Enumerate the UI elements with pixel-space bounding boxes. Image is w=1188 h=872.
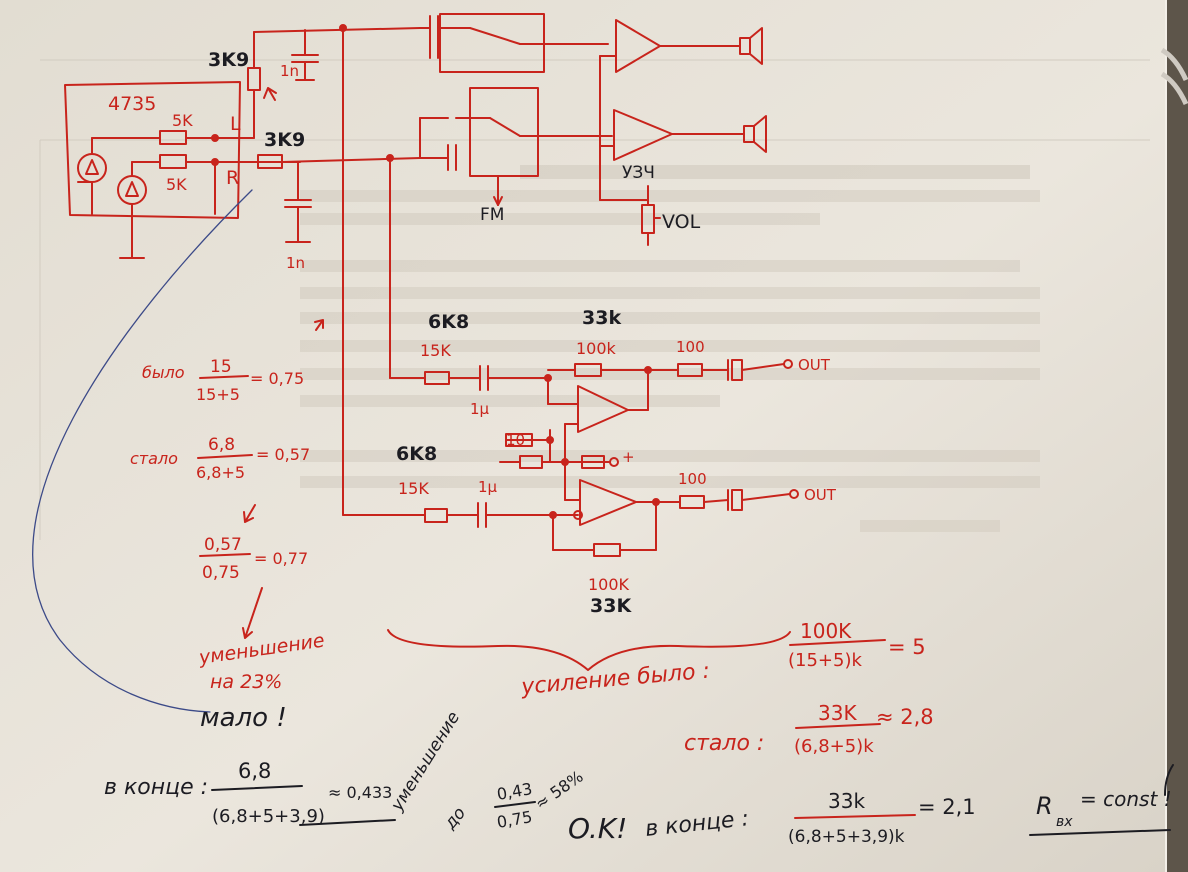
was-den: 15+5 <box>196 385 240 404</box>
gain-now-result: ≈ 2,8 <box>876 705 934 729</box>
gain-was-den: (15+5)k <box>788 650 862 671</box>
rin-subscript: вх <box>1056 814 1073 830</box>
stage1-6k8-label: 6K8 <box>428 311 469 333</box>
chip-label: 4735 <box>108 93 156 115</box>
cap-bottom-label: 1n <box>286 254 305 272</box>
verdict-label: мало ! <box>200 703 287 733</box>
stage2-100k-label: 100K <box>588 575 630 594</box>
circuit-wiring <box>64 13 916 819</box>
stage1-cap-label: 1μ <box>470 400 490 418</box>
end2-num: 33k <box>828 789 865 813</box>
stage1-out-label: OUT <box>798 356 831 374</box>
amp-bottom <box>613 109 673 161</box>
bleed-through <box>39 59 1150 540</box>
ok-label: O.K! <box>568 812 627 845</box>
amp-top <box>615 19 661 73</box>
ratio-num: 0,57 <box>204 535 242 555</box>
plus-label: + <box>622 448 635 466</box>
resistor-3k9-r-label: 3K9 <box>264 129 305 151</box>
gain-now-den: (6,8+5)k <box>794 736 874 757</box>
ratio-den: 0,75 <box>202 563 240 583</box>
stage2-15k-label: 15K <box>398 479 429 498</box>
end-num: 6,8 <box>238 759 271 783</box>
sheet-edge <box>1165 0 1188 872</box>
gain-now-num: 33K <box>818 701 857 725</box>
vol-label: VOL <box>662 211 701 233</box>
end2-result: = 2,1 <box>918 795 976 819</box>
opamp-1 <box>577 385 629 433</box>
resistor-5k-l-label: 5K <box>172 111 193 130</box>
black-ink-marks <box>211 764 1174 836</box>
stage2-33k-label: 33K <box>590 595 632 617</box>
amp-label: УЗЧ <box>622 163 655 183</box>
now-den: 6,8+5 <box>196 463 245 482</box>
end-label: в конце : <box>104 775 208 800</box>
stage2-cap-label: 1μ <box>478 478 498 496</box>
binder-rings <box>1160 47 1188 106</box>
was-num: 15 <box>210 357 232 377</box>
resistor-5k-r-label: 5K <box>166 175 187 194</box>
gain-was-result: = 5 <box>888 635 926 659</box>
channel-l-label: L <box>230 113 241 135</box>
resistor-3k9-l-label: 3K9 <box>208 49 249 71</box>
now-label: стало <box>130 449 178 468</box>
fm-switch-bottom <box>469 87 539 177</box>
chip-outline <box>64 81 241 219</box>
stage1-100k-label: 100k <box>576 339 617 358</box>
stage1-33k-label: 33k <box>582 307 621 329</box>
decrease-line2: на 23% <box>210 671 282 693</box>
stage1-100-label: 100 <box>676 338 705 356</box>
gain-was-num: 100K <box>800 619 852 643</box>
fm-label: FM <box>480 205 504 225</box>
stage2-6k8-label: 6K8 <box>396 443 437 465</box>
bias-resistor-label: 10 <box>506 431 525 449</box>
stage2-out-label: OUT <box>804 486 837 504</box>
brace <box>387 629 791 671</box>
opamp-2 <box>579 479 637 526</box>
pencil-arrow <box>32 189 253 713</box>
now-num: 6,8 <box>208 435 235 455</box>
was-label: было <box>142 363 185 382</box>
rin-const: = const ! <box>1080 787 1172 811</box>
stage1-15k-label: 15K <box>420 341 451 360</box>
channel-r-label: R <box>226 167 239 189</box>
was-result: = 0,75 <box>250 369 304 388</box>
bleed-text <box>300 165 1040 532</box>
end2-den: (6,8+5+3,9)k <box>788 827 905 847</box>
stage2-100-label: 100 <box>678 470 707 488</box>
rin-label: R <box>1036 792 1053 820</box>
cap-top-label: 1n <box>280 62 299 80</box>
now-result: = 0,57 <box>256 445 310 464</box>
end-den: (6,8+5+3,9) <box>212 806 325 827</box>
gain-now-label: стало : <box>684 731 764 756</box>
end-result: ≈ 0,433 <box>328 783 392 802</box>
ratio-result: = 0,77 <box>254 549 308 568</box>
